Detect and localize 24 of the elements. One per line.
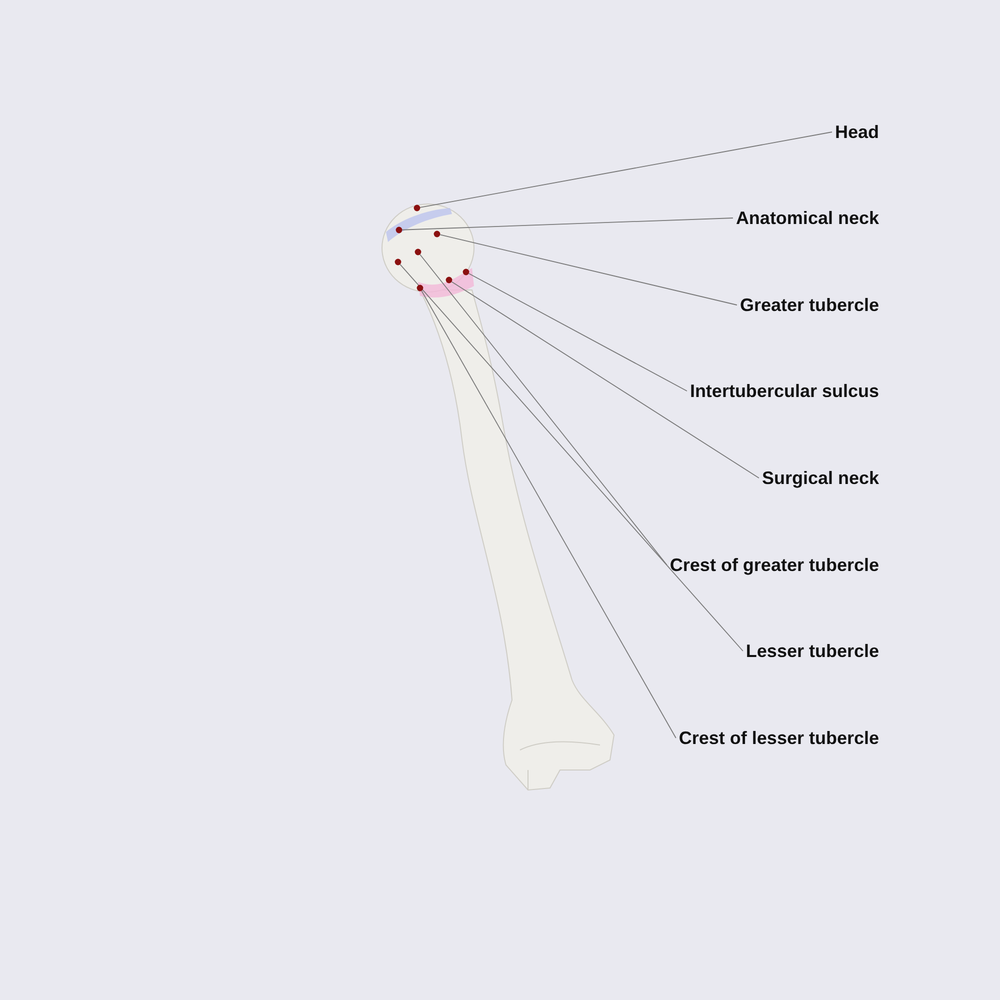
leader-line <box>421 290 676 738</box>
marker-dot <box>434 230 440 238</box>
marker-dot <box>394 258 402 266</box>
leader-line <box>440 234 738 306</box>
leader-line <box>451 281 760 478</box>
part-label: Lesser tubercle <box>746 640 879 662</box>
marker-dot <box>462 268 470 276</box>
marker-dot <box>414 248 422 256</box>
marker-dot <box>414 204 420 212</box>
part-label: Crest of greater tubercle <box>670 554 879 576</box>
part-label: Intertubercular sulcus <box>690 380 879 402</box>
leader-line <box>400 264 744 652</box>
part-label: Anatomical neck <box>736 207 879 229</box>
marker-dot <box>396 226 402 234</box>
leader-line <box>420 132 832 208</box>
part-label: Greater tubercle <box>740 294 879 316</box>
marker-dot <box>446 276 452 284</box>
part-label: Head <box>834 121 879 143</box>
part-label: Crest of lesser tubercle <box>678 727 879 749</box>
part-label: Surgical neck <box>762 467 879 489</box>
leader-line <box>468 273 688 392</box>
leader-line <box>402 218 734 230</box>
marker-dot <box>416 284 424 292</box>
leader-line <box>420 254 668 566</box>
